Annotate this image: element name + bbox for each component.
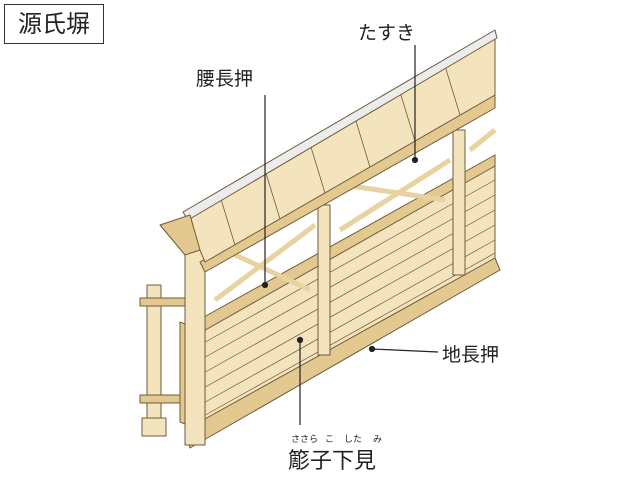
label-koshi-nageshi: 腰長押 — [196, 68, 254, 90]
ruby-sasara: ささら — [291, 435, 319, 445]
ruby-mi: み — [373, 435, 383, 445]
roof-end — [159, 214, 201, 256]
label-ji-nageshi: 地長押 — [442, 344, 500, 366]
label-sasara-shitami: 簓子下見 — [288, 449, 377, 474]
ruby-shita: した — [344, 435, 363, 445]
ruby-ko: こ — [325, 435, 335, 445]
post-right — [452, 129, 466, 276]
diagram-title: 源氏塀 — [4, 4, 104, 44]
siding-boards — [199, 179, 496, 419]
post-middle — [317, 204, 331, 356]
side-post-cap — [141, 417, 167, 437]
label-tasuki: たすき — [358, 22, 416, 44]
roof-rafters — [219, 65, 461, 246]
side-rail — [139, 297, 191, 307]
